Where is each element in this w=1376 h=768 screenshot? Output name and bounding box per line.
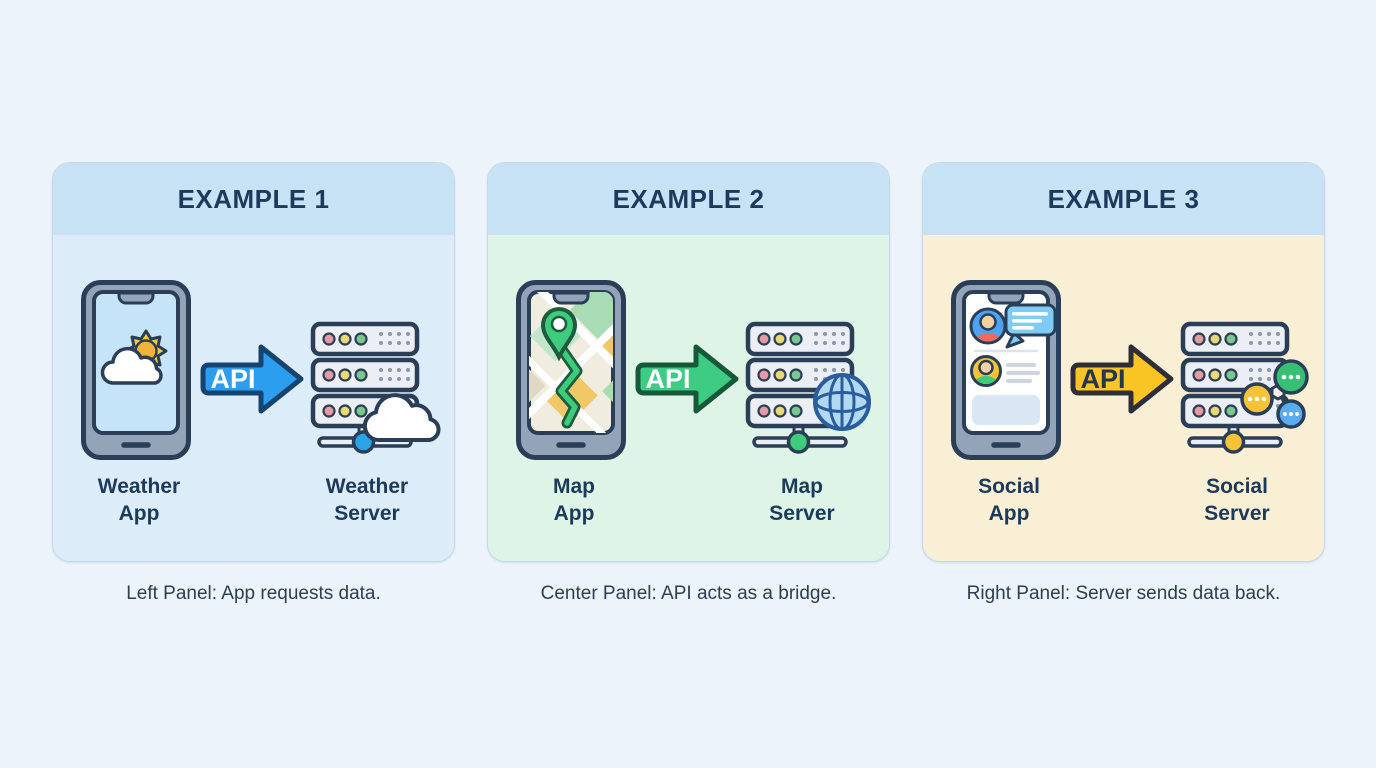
panel-2-title: EXAMPLE 2 (612, 183, 765, 214)
map-pin-icon (540, 307, 578, 362)
avatar (969, 307, 1007, 345)
map-app-phone-icon (515, 279, 627, 461)
panels-row: EXAMPLE 1 API (52, 162, 1325, 562)
api-arrow-icon: API (634, 339, 740, 419)
panel-1-header: EXAMPLE 1 (53, 163, 454, 235)
caption-left-panel: Left Panel: App requests data. (126, 583, 381, 604)
social-server-chat-icon (1177, 320, 1324, 460)
captions-row: Left Panel: App requests data. Center Pa… (52, 583, 1325, 605)
api-arrow-label: API (1080, 364, 1125, 394)
panel-example-3: EXAMPLE 3 (922, 162, 1325, 562)
caption-right-panel: Right Panel: Server sends data back. (966, 583, 1281, 604)
panel-example-1: EXAMPLE 1 API (52, 162, 455, 562)
panel-1-title: EXAMPLE 1 (177, 183, 330, 214)
globe-icon (813, 373, 871, 431)
weather-server-cloud-icon (307, 320, 454, 460)
cloud-icon (362, 393, 441, 443)
network-node (786, 430, 811, 454)
panel-2-header: EXAMPLE 2 (488, 163, 889, 235)
chat-bubble-icon (1004, 303, 1057, 349)
caption-center-panel: Center Panel: API acts as a bridge. (540, 583, 837, 604)
api-arrow-label: API (645, 364, 690, 394)
avatar (970, 355, 1002, 387)
panel-3-header: EXAMPLE 3 (923, 163, 1324, 235)
map-server-globe-icon (742, 320, 889, 460)
weather-app-phone-icon (80, 279, 192, 461)
panel-2-body: API (488, 235, 889, 561)
panel-example-2: EXAMPLE 2 (487, 162, 890, 562)
network-node (1221, 430, 1246, 454)
panel-1-body: API (53, 235, 454, 561)
api-arrow-label: API (210, 364, 255, 394)
api-arrow-icon: API (199, 339, 305, 419)
panel-3-body: API (923, 235, 1324, 561)
chat-network-icon (1240, 359, 1309, 429)
social-app-phone-icon (950, 279, 1062, 461)
api-arrow-icon: API (1069, 339, 1175, 419)
panel-3-title: EXAMPLE 3 (1047, 183, 1200, 214)
